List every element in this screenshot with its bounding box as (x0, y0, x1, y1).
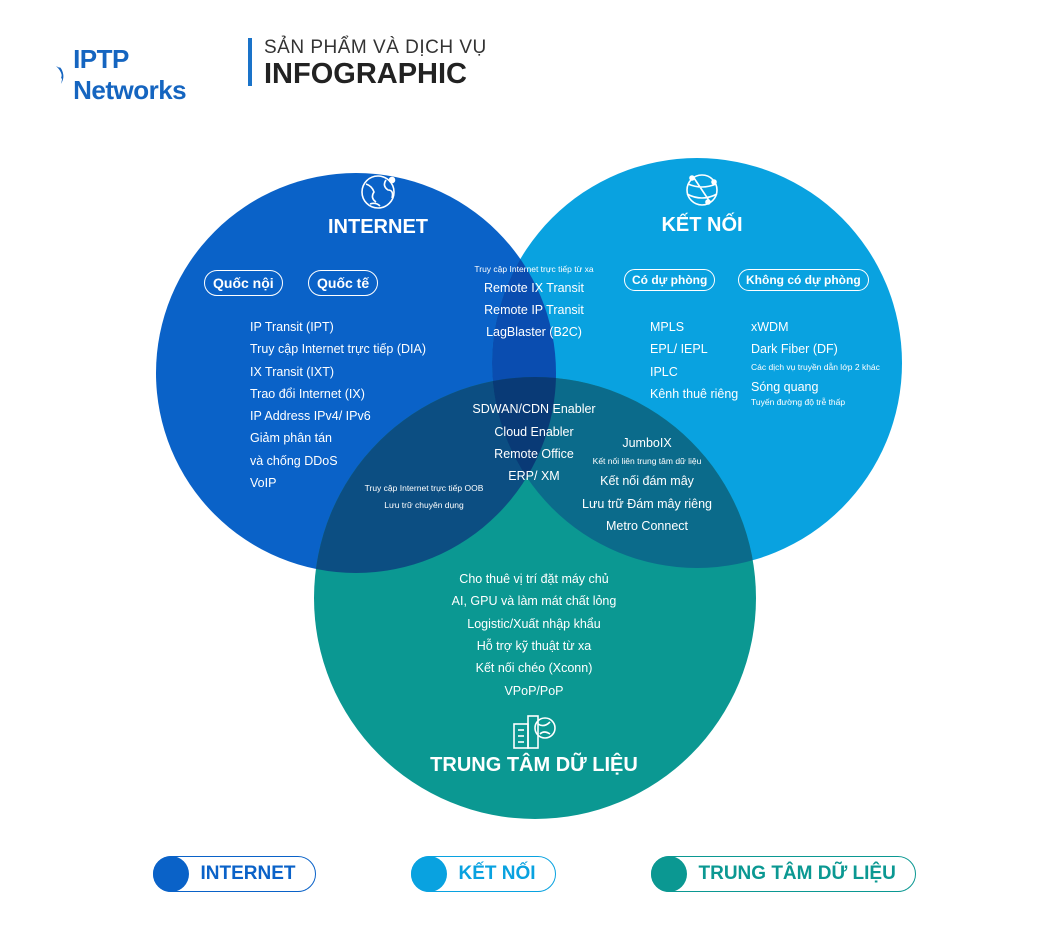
datacenter-building-icon (513, 715, 556, 749)
internet-title: INTERNET (328, 216, 428, 238)
list-item: MPLS (650, 320, 685, 334)
list-item: Giảm phân tán (250, 431, 332, 446)
connection-datacenter-item: Kết nối đám mây (600, 474, 694, 488)
legend-datacenter-label: TRUNG TÂM DỮ LIỆU (698, 863, 896, 884)
list-item: và chống DDoS (250, 453, 338, 468)
legend-internet-label: INTERNET (200, 863, 296, 884)
list-item: IP Transit (IPT) (250, 320, 334, 334)
list-item: Truy cập Internet trực tiếp (DIA) (250, 342, 427, 357)
connection-datacenter-overlap (492, 377, 756, 568)
list-item: IPLC (650, 364, 678, 379)
datacenter-item: AI, GPU và làm mát chất lỏng (451, 594, 617, 608)
list-item: VoIP (250, 476, 277, 491)
connection-title: KẾT NỐI (661, 214, 743, 236)
header-divider (248, 38, 252, 86)
logo-mark-icon (56, 66, 64, 84)
legend-datacenter: TRUNG TÂM DỮ LIỆU (650, 856, 916, 892)
connection-datacenter-item: Lưu trữ Đám mây riêng (582, 497, 712, 511)
logo-text: IPTP Networks (73, 44, 187, 105)
internet-connection-item: Remote IX Transit (483, 281, 585, 295)
datacenter-title: TRUNG TÂM DỮ LIỆU (430, 754, 638, 776)
legend-internet: INTERNET (152, 856, 316, 892)
pill-international: Quốc tế (308, 270, 379, 296)
datacenter-item: Hỗ trợ kỹ thuật từ xa (476, 639, 592, 653)
internet-connection-item: Remote IP Transit (484, 303, 584, 317)
list-item: EPL/ IEPL (650, 342, 708, 357)
legend-datacenter-swatch (650, 856, 687, 892)
internet-datacenter-note: Truy cập Internet trực tiếp OOB (364, 483, 484, 493)
connection-datacenter-item: JumboIX (622, 436, 672, 450)
list-item: Sóng quang (751, 379, 819, 394)
iptp-logo: IPTP Networks (54, 44, 193, 106)
legend-connection: KẾT NỐI (410, 856, 556, 892)
datacenter-item: Logistic/Xuất nhập khẩu (467, 617, 601, 631)
connection-redundant-list: MPLS EPL/ IEPL IPLC Kênh thuê riêng (650, 316, 738, 405)
internet-services-list: IP Transit (IPT) Truy cập Internet trực … (250, 316, 426, 494)
connection-datacenter-item: Metro Connect (606, 519, 688, 533)
list-item: IX Transit (IXT) (250, 364, 335, 379)
connection-datacenter-note: Kết nối liên trung tâm dữ liệu (592, 456, 702, 466)
list-item: Trao đổi Internet (IX) (250, 386, 365, 401)
internet-datacenter-note: Lưu trữ chuyên dụng (384, 500, 464, 510)
connection-non-redundant-list: xWDM Dark Fiber (DF) Các dịch vụ truyền … (751, 316, 880, 409)
list-item: Kênh thuê riêng (650, 386, 739, 401)
globe-icon (361, 175, 396, 209)
legend-internet-swatch (152, 856, 189, 892)
list-item: Dark Fiber (DF) (751, 342, 838, 357)
internet-datacenter-overlap (314, 377, 556, 573)
page-subtitle: SẢN PHẨM VÀ DỊCH VỤ (264, 37, 487, 58)
list-item: IP Address IPv4/ IPv6 (250, 409, 371, 424)
list-note: Các dịch vụ truyền dẫn lớp 2 khác (751, 361, 880, 372)
list-item: xWDM (751, 320, 789, 334)
center-item: ERP/ XM (508, 469, 560, 483)
center-item: Remote Office (494, 447, 574, 461)
center-item: Cloud Enabler (494, 425, 574, 439)
list-note: Tuyến đường độ trễ thấp (751, 396, 846, 407)
page-title: INFOGRAPHIC (264, 58, 467, 90)
internet-connection-item: LagBlaster (B2C) (486, 325, 582, 339)
internet-connection-note: Truy cập Internet trực tiếp từ xa (474, 264, 594, 274)
pill-redundant: Có dự phòng (624, 269, 716, 291)
legend-connection-label: KẾT NỐI (458, 863, 536, 884)
pill-domestic: Quốc nội (204, 270, 283, 296)
network-globe-icon (686, 174, 718, 206)
datacenter-item: Kết nối chéo (Xconn) (475, 661, 593, 675)
legend-connection-swatch (410, 856, 447, 892)
datacenter-item: VPoP/PoP (504, 684, 564, 698)
center-item: SDWAN/CDN Enabler (472, 402, 596, 416)
pill-non-redundant: Không có dự phòng (738, 269, 869, 291)
datacenter-item: Cho thuê vị trí đặt máy chủ (459, 572, 609, 586)
